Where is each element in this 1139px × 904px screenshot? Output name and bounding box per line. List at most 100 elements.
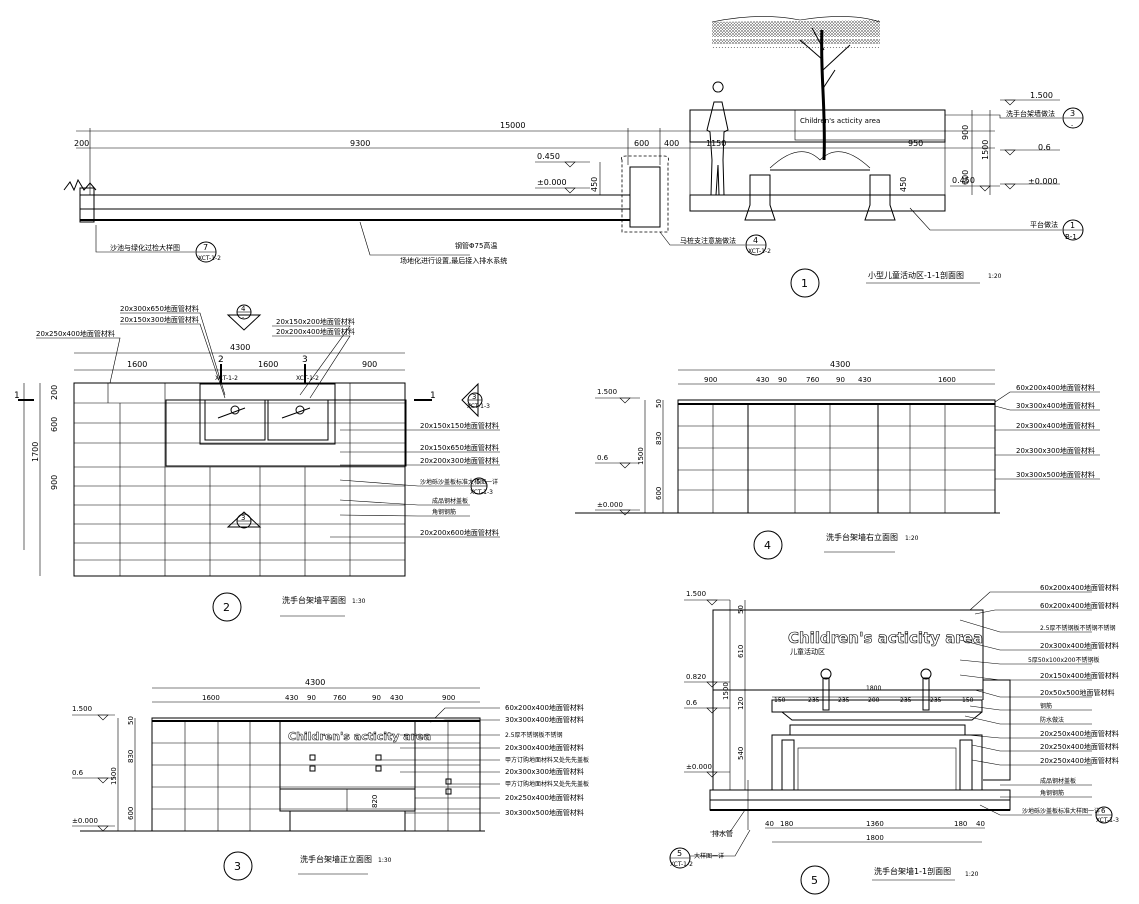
- svg-text:XCT-1-3: XCT-1-3: [467, 403, 490, 410]
- svg-text:3: 3: [1070, 109, 1075, 118]
- elev4-label-1: 60x200x400地面管材料: [1016, 383, 1095, 392]
- elev3-dim-6: 430: [390, 694, 403, 702]
- elev3-dim-2: 430: [285, 694, 298, 702]
- elev5-label-6: 20x150x400地面管材料: [1040, 671, 1119, 680]
- elev3-label-7: 甲方订购地面材料又处先先盖板: [505, 780, 589, 788]
- plan-dim-1600-b: 1600: [258, 360, 278, 369]
- plan-dim-1600-a: 1600: [127, 360, 147, 369]
- svg-text:3: 3: [472, 393, 476, 401]
- plan-label-top-5: 20x200x400地面管材料: [276, 327, 355, 336]
- plan-dim-900: 900: [362, 360, 377, 369]
- section3-number: 3: [234, 860, 241, 873]
- section-4-right-elevation: 4300 900 430 90 760 90 430 1600 1.500 0.…: [575, 360, 1100, 560]
- elev4-dim-5: 90: [836, 376, 845, 384]
- section1-caption: 小型儿童活动区-1-1剖面图: [868, 270, 964, 280]
- section-2-plan: 4300 1600 1600 900 XCT-1-2 XCT-1-2 200 6…: [14, 304, 500, 622]
- elev5-label-14: 角钢钢筋: [1040, 789, 1064, 797]
- vdim-1500: 1500: [981, 140, 990, 160]
- elev4-level-06: 0.6: [597, 454, 609, 462]
- elev5-sign-text: Children's acticity area: [788, 629, 983, 647]
- elev4-vdim-1500: 1500: [637, 447, 645, 465]
- elev4-dim-7: 1600: [938, 376, 956, 384]
- elev4-dim-6: 430: [858, 376, 871, 384]
- section-1: 15000 200 9300 600 400 1150 950 Child: [63, 16, 1084, 298]
- plan-label-right-5: 成品钢材盖板: [432, 497, 468, 505]
- svg-text:XCT-1-2: XCT-1-2: [670, 861, 693, 868]
- elev3-dim-7: 900: [442, 694, 455, 702]
- elev3-label-6: 20x300x300地面管材料: [505, 767, 584, 776]
- plan-label-top-3: 20x250x400地面管材料: [36, 329, 115, 338]
- elev5-inner-4: 200: [868, 697, 880, 704]
- section4-number: 4: [764, 539, 771, 552]
- elev3-vdim-820: 820: [371, 795, 379, 808]
- vdim-450-b: 450: [899, 177, 908, 192]
- elev5-label-3: 2.5厚不锈钢板不锈钢不锈钢: [1040, 624, 1116, 632]
- vdim-450: 450: [590, 177, 599, 192]
- svg-text:XCT-1-2: XCT-1-2: [198, 255, 221, 262]
- elev5-level-06: 0.6: [686, 699, 698, 707]
- vdim-900: 900: [961, 125, 970, 140]
- elev5-inner-7: 150: [962, 697, 974, 704]
- elev3-label-4: 20x300x400地面管材料: [505, 743, 584, 752]
- elev5-label-10: 20x250x400地面管材料: [1040, 729, 1119, 738]
- person-silhouette: [706, 81, 729, 196]
- svg-text:-: -: [1071, 122, 1073, 129]
- elev3-label-9: 30x300x500地面管材料: [505, 808, 584, 817]
- section3-caption: 洗手台架墙正立面图: [300, 854, 372, 864]
- section4-caption: 洗手台架墙右立面图: [826, 532, 898, 542]
- elev5-callout-5: 5 XCT-1-2: [669, 847, 693, 869]
- plan-vdim-600: 600: [50, 417, 59, 432]
- elev4-dim-3: 90: [778, 376, 787, 384]
- elev5-inner-5: 235: [900, 697, 912, 704]
- section-3-front-elevation: 4300 1600 430 90 760 90 430 900 Children…: [72, 678, 589, 881]
- level-1500: 1.500: [1030, 91, 1053, 100]
- elev5-label-15: 沙地砾沙盖板标准大样图一详: [1022, 807, 1100, 815]
- plan-callout-center: 3: [226, 511, 262, 529]
- elev4-vdim-600: 600: [655, 487, 663, 500]
- plan-mark-1-right: 1: [430, 391, 436, 401]
- elev5-vdim-120: 120: [737, 697, 745, 710]
- elev5-label-1: 60x200x400地面管材料: [1040, 583, 1119, 592]
- plan-vdim-900: 900: [50, 475, 59, 490]
- section4-scale: 1:20: [905, 535, 919, 542]
- plan-callout-top: 4 -: [226, 304, 262, 331]
- plan-label-right-6: 角钢钢筋: [432, 508, 456, 516]
- plan-label-right-4: 沙地砾沙盖板标准大样图一详: [420, 478, 498, 486]
- elev5-inner-1: 150: [774, 697, 786, 704]
- plan-ref-a: XCT-1-2: [215, 375, 238, 382]
- elev5-label-left-2: 大样图一详: [694, 852, 724, 860]
- elev4-vdim-50: 50: [655, 399, 663, 408]
- dim-200: 200: [74, 139, 89, 148]
- plan-label-top-1: 20x300x650地面管材料: [120, 304, 199, 313]
- callout-7: 7 XCT-1-2: [195, 241, 221, 263]
- elev3-dim-4: 760: [333, 694, 346, 702]
- elev5-inner-6: 235: [930, 697, 942, 704]
- section2-caption: 洗手台架墙平面图: [282, 595, 346, 605]
- elev5-level-0820: 0.820: [686, 673, 706, 681]
- elev5-bdim-4: 180: [954, 820, 967, 828]
- level-0450-b: 0.450: [952, 176, 975, 185]
- elev4-dim-1: 900: [704, 376, 717, 384]
- plan-callout-right: 3 XCT-1-3: [461, 382, 490, 418]
- elev5-sign-sub: 儿童活动区: [790, 647, 825, 656]
- elev5-bdim-5: 40: [976, 820, 985, 828]
- elev5-label-5: 5厚50x100x200不锈钢板: [1028, 656, 1099, 664]
- plan-label-top-4: 20x150x200地面管材料: [276, 317, 355, 326]
- elev3-sign-text: Children's acticity area: [288, 730, 431, 743]
- dim-950: 950: [908, 139, 923, 148]
- elev5-level-0000: ±0.000: [686, 763, 712, 771]
- svg-text:XCT-1-3: XCT-1-3: [470, 489, 493, 496]
- elev5-inner-2: 235: [808, 697, 820, 704]
- elev5-vdim-50: 50: [737, 605, 745, 614]
- svg-text:4: 4: [753, 236, 758, 245]
- svg-text:5: 5: [677, 849, 682, 858]
- elev3-label-3: 2.5厚不锈钢板不锈钢: [505, 731, 563, 739]
- section2-scale: 1:30: [352, 598, 366, 605]
- callout-4: 4 XCT-1-2: [745, 234, 771, 256]
- elev5-bdim-total: 1800: [866, 834, 884, 842]
- elev5-label-7: 20x50x500地面管材料: [1040, 688, 1114, 697]
- plan-label-right-7: 20x200x600地面管材料: [420, 528, 499, 537]
- svg-text:5: 5: [476, 478, 480, 486]
- elev3-dim-1: 1600: [202, 694, 220, 702]
